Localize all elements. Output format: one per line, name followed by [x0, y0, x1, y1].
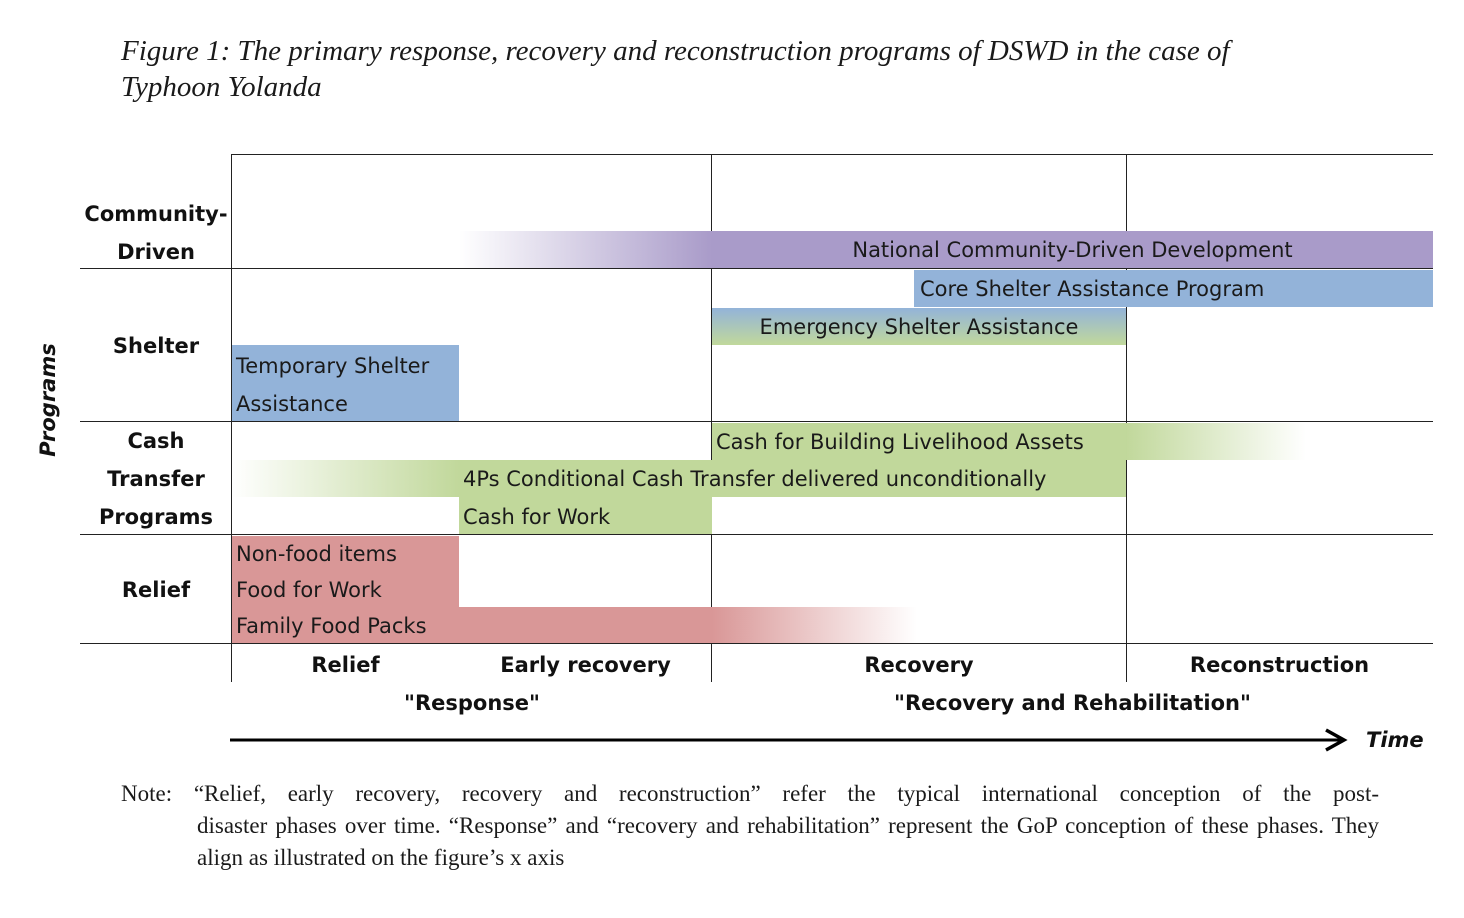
phase-reconstruction: Reconstruction — [1189, 653, 1370, 677]
figure-caption: Figure 1: The primary response, recovery… — [121, 33, 1381, 105]
temporary-shelter-label-1: Temporary Shelter — [236, 354, 430, 378]
note-first-line: Note: “Relief, early recovery, recovery … — [121, 781, 1379, 806]
relief-top-bar — [232, 536, 459, 607]
gop-phase-response: "Response" — [404, 691, 540, 715]
emergency-shelter-label: Emergency Shelter Assistance — [759, 315, 1079, 339]
phase-recovery: Recovery — [864, 653, 974, 677]
phase-relief: Relief — [311, 653, 380, 677]
cash-for-work-label: Cash for Work — [463, 505, 611, 529]
y-axis-label: Programs — [36, 343, 60, 457]
cash-livelihood-label: Cash for Building Livelihood Assets — [716, 430, 1084, 454]
grid-line-cash — [80, 534, 1433, 535]
food-for-work-label: Food for Work — [236, 578, 382, 602]
phase-early-recovery: Early recovery — [500, 653, 671, 677]
ncdd-bar — [712, 231, 1433, 268]
category-shelter: Shelter — [112, 334, 200, 358]
grid-vline-recovery — [711, 154, 712, 682]
x-axis-label: Time — [1366, 728, 1424, 752]
category-relief: Relief — [121, 578, 191, 602]
caption-line-1: Figure 1: The primary response, recovery… — [121, 35, 1230, 67]
family-food-bar — [232, 607, 712, 643]
note-rest: disaster phases over time. “Response” an… — [197, 813, 1379, 870]
core-shelter-bar — [914, 270, 1433, 307]
family-food-label: Family Food Packs — [236, 614, 427, 638]
category-cash-3: Programs — [98, 505, 214, 529]
figure-note: Note: “Relief, early recovery, recovery … — [121, 778, 1379, 874]
grid-line-community — [80, 268, 1433, 269]
gop-phase-recovery-rehab: "Recovery and Rehabilitation" — [894, 691, 1251, 715]
cash-livelihood-fade-bar — [1126, 423, 1306, 460]
fourps-label: 4Ps Conditional Cash Transfer delivered … — [463, 467, 1047, 491]
category-cash-1: Cash — [127, 429, 185, 453]
emergency-shelter-bar — [712, 308, 1126, 345]
cash-livelihood-bar — [712, 423, 1126, 460]
caption-line-2: Typhoon Yolanda — [121, 71, 322, 103]
time-arrow-head — [1325, 728, 1348, 752]
category-cash-2: Transfer — [107, 467, 205, 491]
category-community-2: Driven — [117, 240, 195, 264]
grid-vline-reconstruction — [1126, 154, 1127, 682]
ncdd-fade-bar — [459, 231, 712, 268]
grid-vline-left — [231, 154, 232, 682]
category-community-1: Community- — [84, 202, 228, 226]
temporary-shelter-bar — [232, 345, 459, 421]
family-food-fade-bar — [712, 607, 917, 643]
time-arrow-line — [230, 728, 1348, 752]
fourps-fade-bar — [232, 460, 459, 497]
grid-top-line — [231, 154, 1433, 155]
ncdd-label: National Community-Driven Development — [852, 238, 1293, 262]
temporary-shelter-label-2: Assistance — [236, 392, 348, 416]
grid-line-relief — [80, 643, 1433, 644]
cash-for-work-bar — [459, 497, 712, 534]
core-shelter-label: Core Shelter Assistance Program — [920, 277, 1265, 301]
fourps-bar — [459, 460, 1126, 497]
non-food-label: Non-food items — [236, 542, 397, 566]
grid-line-shelter — [80, 421, 1433, 422]
